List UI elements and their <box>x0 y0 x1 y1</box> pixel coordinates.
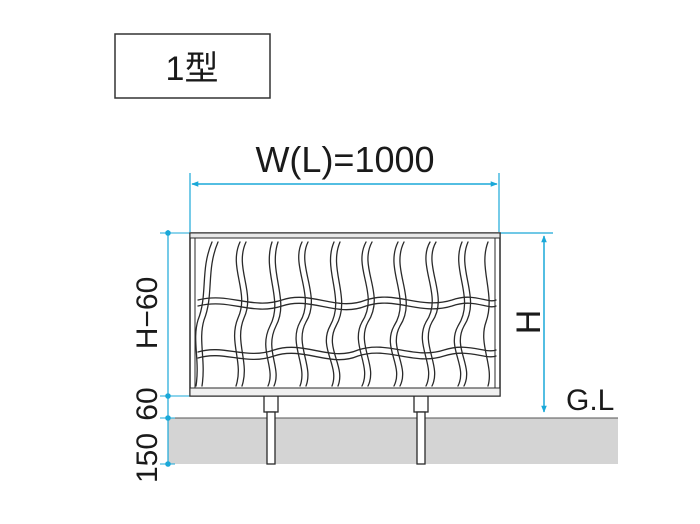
type-label: 1型 <box>166 50 219 88</box>
dim-upper-label: H−60 <box>131 277 164 350</box>
height-label: H <box>510 310 548 335</box>
dim-lower-label: 150 <box>131 433 164 483</box>
dim-middle-label: 60 <box>131 387 164 420</box>
type-label-box: 1型 <box>114 33 271 99</box>
height-dimension: H <box>500 232 553 413</box>
width-dimension: W(L)=1000 <box>189 139 500 232</box>
ground-label: G.L <box>566 384 614 417</box>
width-label: W(L)=1000 <box>255 139 434 180</box>
left-dimension-chain: H−60 60 150 <box>131 230 190 483</box>
fence-panel <box>189 232 501 397</box>
ground-level-marker: G.L <box>566 384 614 417</box>
ground <box>168 417 618 464</box>
wave-pattern <box>195 241 497 387</box>
post-right <box>413 391 429 465</box>
